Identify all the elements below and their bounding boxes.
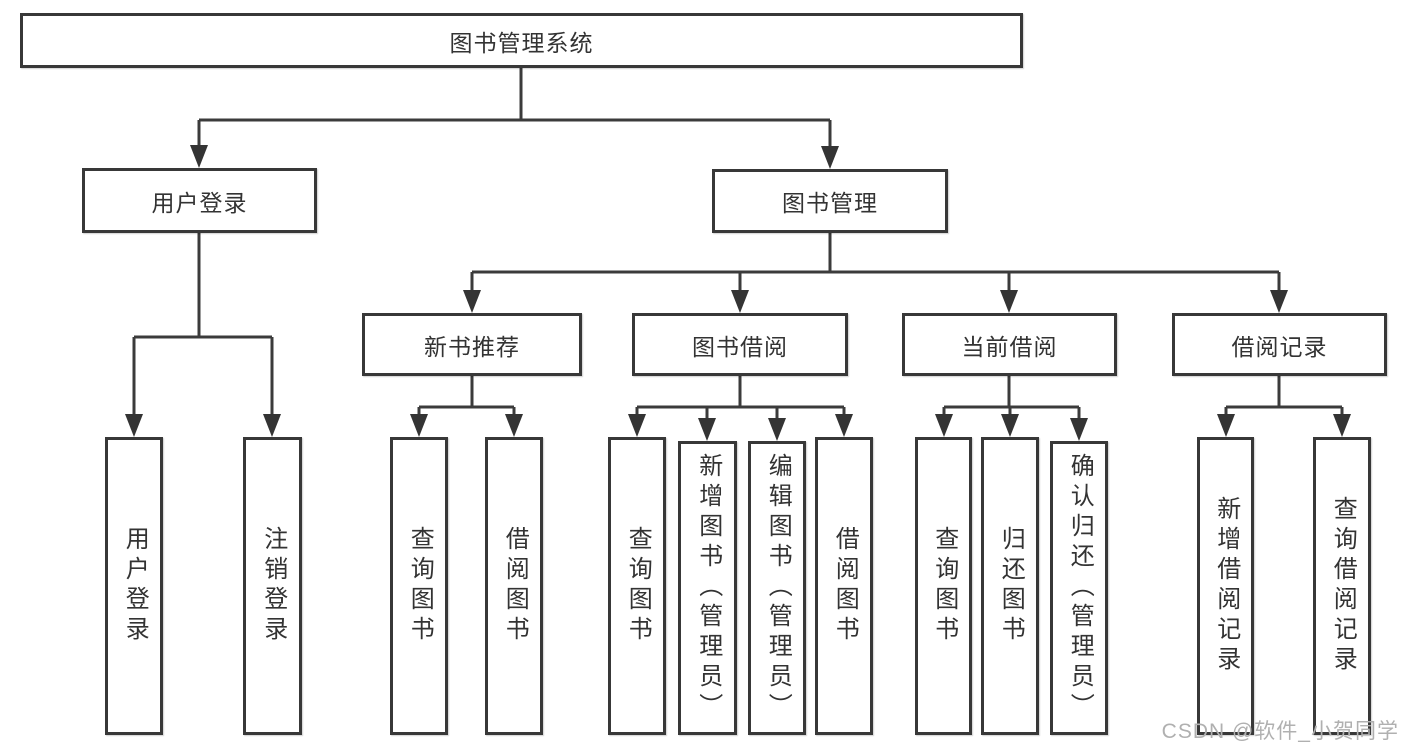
leaf-return-books: 归还图书 [981,437,1039,735]
leaf-borrow-books-recommend: 借阅图书 [485,437,543,735]
node-label: 用户登录 [151,189,248,216]
leaf-query-borrow-record: 查询借阅记录 [1313,437,1371,735]
node-book-management-branch: 图书管理 [712,169,948,233]
leaf-edit-books-admin: 编辑图书（管理员） [748,441,806,735]
node-label: 图书管理 [782,190,878,216]
leaf-user-login: 用户登录 [105,437,163,735]
node-label: 图书管理系统 [449,29,594,56]
node-label: 归还图书 [997,526,1025,646]
node-label: 图书借阅 [692,333,788,360]
leaf-query-books-recommend: 查询图书 [390,437,448,735]
leaf-logout: 注销登录 [243,437,302,735]
node-label: 编辑图书（管理员） [764,453,792,723]
node-label: 确认归还（管理员） [1066,453,1094,723]
csdn-watermark: CSDN @软件_小贺同学 [1161,720,1399,743]
node-label: 当前借阅 [961,333,1058,360]
node-label: 新增借阅记录 [1212,496,1240,676]
node-book-borrowing: 图书借阅 [632,313,848,376]
leaf-borrow-books-borrowing: 借阅图书 [815,437,873,735]
node-label: 借阅图书 [501,526,529,646]
node-current-borrowing: 当前借阅 [902,313,1117,376]
leaf-query-books-borrowing: 查询图书 [608,437,666,735]
node-label: 查询借阅记录 [1329,496,1357,676]
leaf-add-borrow-record: 新增借阅记录 [1197,437,1254,735]
node-label: 注销登录 [259,526,287,646]
leaf-add-books-admin: 新增图书（管理员） [678,441,737,735]
leaf-query-books-current: 查询图书 [915,437,972,735]
node-label: 查询图书 [930,526,958,646]
node-new-book-recommend: 新书推荐 [362,313,582,376]
leaf-confirm-return-admin: 确认归还（管理员） [1050,441,1108,735]
node-label: 新增图书（管理员） [694,453,722,723]
node-label: 用户登录 [121,526,149,646]
node-label: 借阅图书 [831,526,859,646]
node-borrowing-records: 借阅记录 [1172,313,1387,376]
node-label: 查询图书 [406,526,434,646]
node-library-management-system: 图书管理系统 [20,13,1023,68]
node-label: 查询图书 [624,526,652,646]
node-user-login-branch: 用户登录 [82,168,317,233]
node-label: 借阅记录 [1231,333,1328,360]
node-label: 新书推荐 [424,333,520,360]
